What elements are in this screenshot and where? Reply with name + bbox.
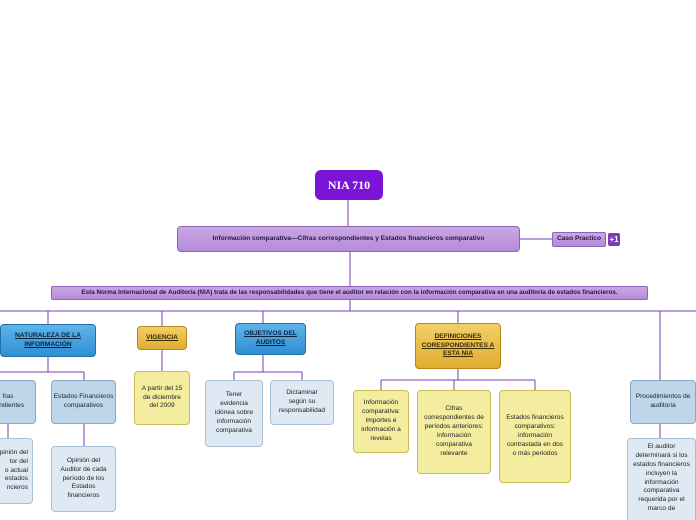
procedimientos-node[interactable]: Procedimientos de auditoria — [630, 380, 696, 424]
category-vigencia[interactable]: VIGENCIA — [137, 326, 187, 350]
description-text: Esta Norma Internacional de Auditoría (N… — [81, 288, 618, 296]
naturaleza-estados-node[interactable]: Estados Financieros comparativos — [51, 380, 116, 424]
category-objetivos-label: OBJETIVOS DEL AUDITOS — [244, 330, 297, 346]
caso-practico-label: Caso Practico — [557, 235, 601, 243]
category-definiciones-label: DEFINICIONES CORESPONDIENTES A ESTA NIA — [421, 332, 495, 358]
root-title: NIA 710 — [327, 177, 371, 192]
naturaleza-cifras-node[interactable]: fras pondientes — [0, 380, 36, 424]
definiciones-estados-text: Estados financieros comparativos: inform… — [506, 414, 564, 457]
caso-practico-node[interactable]: Caso Practico — [552, 232, 606, 247]
vigencia-date-node[interactable]: A partir del 15 de diciembre del 2009 — [134, 371, 190, 425]
topic-informacion-comparativa[interactable]: Información comparativa—Cifras correspon… — [177, 226, 520, 252]
objetivos-dictaminar-node[interactable]: Dictaminar según su responsabilidad — [270, 380, 334, 425]
expand-badge[interactable]: +1 — [608, 233, 620, 246]
definiciones-cifras-node[interactable]: Cifras correspondientes de períodos ante… — [417, 390, 491, 474]
definiciones-cifras-text: Cifras correspondientes de períodos ante… — [424, 405, 484, 457]
category-naturaleza-label: NATURALEZA DE LA INFORMACIÓN — [15, 331, 81, 348]
definiciones-info-text: Información comparativa: Importes e info… — [361, 399, 401, 442]
objetivos-tener-node[interactable]: Tener evidencia idónea sobre información… — [205, 380, 263, 447]
topic-label: Información comparativa—Cifras correspon… — [212, 234, 485, 242]
definiciones-estados-node[interactable]: Estados financieros comparativos: inform… — [499, 390, 571, 483]
naturaleza-opinion-partial-node[interactable]: pinión del tor del o actual estados ncie… — [0, 438, 33, 504]
definiciones-info-node[interactable]: Información comparativa: Importes e info… — [353, 390, 409, 453]
naturaleza-opinion-text: Opinión del Auditor de cada período de l… — [60, 456, 107, 500]
objetivos-tener-text: Tener evidencia idónea sobre información… — [214, 391, 254, 434]
category-vigencia-label: VIGENCIA — [146, 333, 178, 341]
category-naturaleza[interactable]: NATURALEZA DE LA INFORMACIÓN — [0, 324, 96, 357]
procedimientos-detail-node[interactable]: El auditor determinará si los estados fi… — [627, 438, 696, 520]
naturaleza-cifras-text: fras pondientes — [0, 393, 25, 409]
category-objetivos[interactable]: OBJETIVOS DEL AUDITOS — [235, 323, 306, 355]
objetivos-dictaminar-text: Dictaminar según su responsabilidad — [278, 389, 326, 414]
naturaleza-opinion-partial-text: pinión del tor del o actual estados ncie… — [0, 448, 28, 492]
expand-badge-label: +1 — [609, 235, 619, 244]
procedimientos-detail-text: El auditor determinará si los estados fi… — [633, 443, 690, 513]
naturaleza-opinion-node[interactable]: Opinión del Auditor de cada período de l… — [51, 446, 116, 512]
vigencia-date-text: A partir del 15 de diciembre del 2009 — [141, 384, 183, 410]
procedimientos-title: Procedimientos de auditoria — [635, 393, 691, 409]
naturaleza-estados-text: Estados Financieros comparativos — [53, 393, 114, 409]
description-node[interactable]: Esta Norma Internacional de Auditoría (N… — [51, 286, 648, 300]
root-node[interactable]: NIA 710 — [315, 170, 383, 200]
category-definiciones[interactable]: DEFINICIONES CORESPONDIENTES A ESTA NIA — [415, 323, 501, 369]
